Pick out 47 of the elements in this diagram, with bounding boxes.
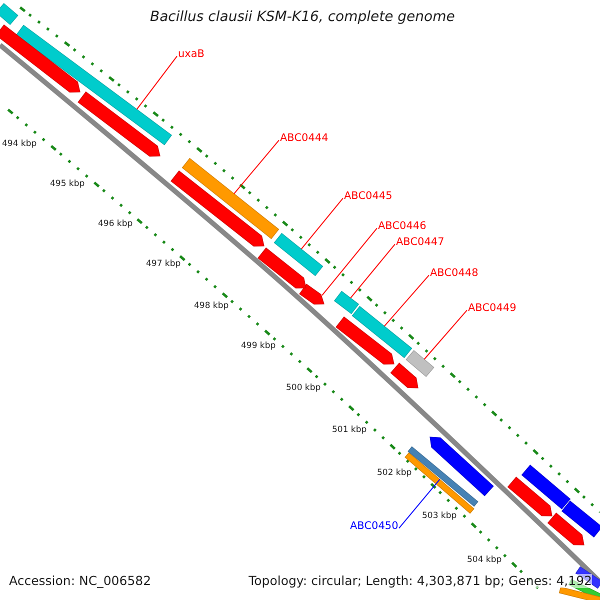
- gene-feature: [406, 350, 434, 377]
- gene-label: ABC0448: [430, 268, 478, 280]
- gene-feature: [352, 306, 412, 358]
- leader-line: [350, 244, 396, 299]
- gene-feature: [0, 3, 18, 25]
- scale-label: 498 kbp: [194, 302, 229, 312]
- gene-feature: [299, 284, 324, 305]
- gene-feature: [0, 24, 80, 93]
- gene-feature: [336, 316, 394, 365]
- gene-feature: [430, 436, 494, 496]
- leader-line: [300, 198, 344, 250]
- gene-feature: [182, 158, 280, 240]
- gene-label: uxaB: [178, 49, 205, 61]
- scale-label: 499 kbp: [241, 342, 276, 352]
- gene-label: ABC0449: [468, 303, 516, 315]
- leader-line: [234, 140, 280, 194]
- scale-label: 500 kbp: [286, 384, 321, 394]
- gene-feature: [521, 464, 571, 510]
- gene-feature: [507, 476, 552, 516]
- gene-label: ABC0447: [396, 237, 444, 249]
- gene-label: ABC0445: [344, 191, 392, 203]
- gene-feature: [274, 232, 324, 276]
- leader-line: [322, 228, 378, 296]
- gene-feature: [78, 91, 160, 157]
- scale-label: 501 kbp: [332, 426, 367, 436]
- scale-label: 503 kbp: [422, 512, 457, 522]
- leader-line: [136, 56, 178, 110]
- gene-feature: [561, 500, 600, 538]
- scale-label: 494 kbp: [2, 140, 37, 150]
- scale-label: 497 kbp: [146, 260, 181, 270]
- title: Bacillus clausii KSM-K16, complete genome: [150, 10, 455, 26]
- scale-label: 502 kbp: [377, 469, 412, 478]
- scale-label: 504 kbp: [467, 556, 502, 566]
- accession-label: Accession: NC_006582: [9, 574, 152, 588]
- genome-info-label: Topology: circular; Length: 4,303,871 bp; Genes: 4,192: [248, 574, 592, 588]
- gene-label: ABC0444: [280, 133, 328, 145]
- leader-line: [398, 478, 440, 529]
- scale-label: 495 kbp: [50, 180, 85, 190]
- gene-feature: [547, 512, 584, 546]
- scale-label: 496 kbp: [98, 220, 133, 230]
- leader-line: [424, 310, 468, 360]
- gene-feature: [258, 248, 306, 288]
- leader-line: [384, 274, 430, 327]
- gene-label: ABC0446: [378, 221, 426, 233]
- gene-feature: [390, 362, 418, 388]
- gene-feature: [170, 170, 264, 246]
- gene-label: ABC0450: [350, 521, 398, 533]
